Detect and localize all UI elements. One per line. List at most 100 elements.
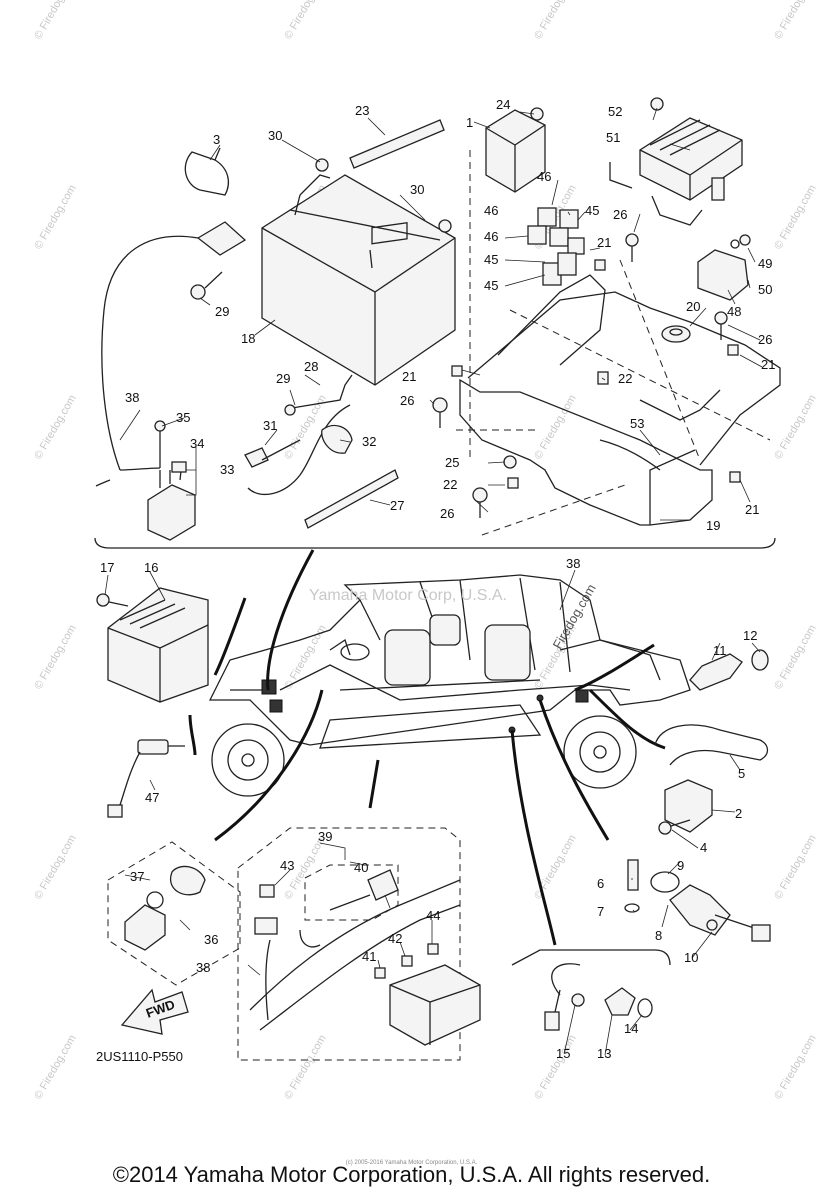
- front-wheel: [211, 723, 285, 797]
- callout-28: 28: [304, 359, 318, 374]
- callout-18: 18: [241, 331, 255, 346]
- leader-lines-upper: [119, 107, 763, 521]
- detail-box-36: [107, 841, 241, 986]
- battery-tray: [459, 274, 781, 526]
- watermark: © Firedog.com: [772, 1033, 819, 1102]
- wire-harness-upper: [95, 221, 247, 487]
- callout-8: 8: [655, 928, 662, 943]
- callout-27: 27: [390, 498, 404, 513]
- callout-26a: 26: [613, 207, 627, 222]
- callout-11: 11: [713, 643, 727, 658]
- callout-26c: 26: [400, 393, 414, 408]
- callout-23: 23: [355, 103, 369, 118]
- callout-36: 36: [204, 932, 218, 947]
- tray-fasteners: [432, 233, 741, 518]
- rear-wheel: [563, 715, 637, 789]
- callout-46c: 46: [484, 229, 498, 244]
- callout-5: 5: [738, 766, 745, 781]
- battery-bolts: [294, 158, 452, 269]
- callout-41: 41: [362, 949, 376, 964]
- control-module: [609, 97, 743, 226]
- detail-box-harness: [237, 827, 481, 1061]
- watermark: © Firedog.com: [772, 183, 819, 252]
- watermark: © Firedog.com: [532, 0, 579, 42]
- battery-strap: [349, 119, 445, 169]
- callout-13: 13: [597, 1046, 611, 1061]
- main-harness-vehicle: [261, 664, 631, 734]
- callout-24: 24: [496, 97, 510, 112]
- callout-52: 52: [608, 104, 622, 119]
- callout-10: 10: [684, 950, 698, 965]
- callout-38c: 38: [196, 960, 210, 975]
- callout-26d: 26: [440, 506, 454, 521]
- callout-38b: 38: [566, 556, 580, 571]
- sensor-11: [689, 649, 769, 691]
- callout-26b: 26: [758, 332, 772, 347]
- callout-19: 19: [706, 518, 720, 533]
- watermark: © Firedog.com: [282, 1033, 329, 1102]
- fwd-arrow: FWD: [120, 988, 189, 1035]
- callout-32: 32: [362, 434, 376, 449]
- callout-21b: 21: [761, 357, 775, 372]
- callout-21d: 21: [745, 502, 759, 517]
- callout-labels: 1 2 3 4 5 6 7 8 9 10 11 12 13 14 15 16 1…: [100, 97, 775, 1061]
- callout-40: 40: [354, 860, 368, 875]
- callout-42: 42: [388, 931, 402, 946]
- starter-relay: [147, 420, 196, 541]
- callout-30b: 30: [410, 182, 424, 197]
- watermark: © Firedog.com: [32, 1033, 79, 1102]
- callout-16: 16: [144, 560, 158, 575]
- callout-46a: 46: [537, 169, 551, 184]
- section-divider: [94, 537, 776, 549]
- callout-29b: 29: [276, 371, 290, 386]
- callout-51: 51: [606, 130, 620, 145]
- sensor-bracket: [697, 234, 751, 301]
- callout-39: 39: [318, 829, 332, 844]
- watermark-site: Firedog.com: [550, 581, 599, 651]
- callout-31: 31: [263, 418, 277, 433]
- assembly-guides-upper: [456, 150, 771, 536]
- ignition-coil: [654, 724, 769, 835]
- copyright-notice: ©2014 Yamaha Motor Corporation, U.S.A. A…: [112, 1162, 711, 1187]
- watermark: © Firedog.com: [772, 0, 819, 42]
- figure-code: 2US1110-P550: [96, 1049, 183, 1064]
- callout-44: 44: [426, 908, 440, 923]
- callout-45b: 45: [484, 278, 498, 293]
- relays: [527, 207, 585, 286]
- detail-pointers: [188, 549, 666, 946]
- watermark: © Firedog.com: [32, 623, 79, 692]
- callout-3: 3: [213, 132, 220, 147]
- vehicle-outline: [208, 574, 691, 749]
- callout-50: 50: [758, 282, 772, 297]
- callout-2: 2: [735, 806, 742, 821]
- watermark: © Firedog.com: [532, 393, 579, 462]
- callout-53: 53: [630, 416, 644, 431]
- callout-21a: 21: [597, 235, 611, 250]
- callout-48: 48: [727, 304, 741, 319]
- callout-21c: 21: [402, 369, 416, 384]
- callout-6: 6: [597, 876, 604, 891]
- small-copyright: (c) 2005-2016 Yamaha Motor Corporation, …: [345, 1160, 478, 1166]
- battery: [261, 174, 456, 386]
- callout-12: 12: [743, 628, 757, 643]
- watermark: © Firedog.com: [772, 623, 819, 692]
- callout-9: 9: [677, 858, 684, 873]
- watermark: © Firedog.com: [772, 833, 819, 902]
- callout-7: 7: [597, 904, 604, 919]
- callout-47: 47: [145, 790, 159, 805]
- callout-35: 35: [176, 410, 190, 425]
- speed-sensor: [107, 739, 185, 818]
- battery-leads: [244, 374, 399, 529]
- callout-25: 25: [445, 455, 459, 470]
- clamp: [184, 147, 229, 196]
- callout-37: 37: [130, 869, 144, 884]
- callout-1: 1: [466, 115, 473, 130]
- watermark: © Firedog.com: [282, 0, 329, 42]
- callout-33: 33: [220, 462, 234, 477]
- callout-22a: 22: [618, 371, 632, 386]
- watermark: © Firedog.com: [772, 393, 819, 462]
- callout-46b: 46: [484, 203, 498, 218]
- callout-29a: 29: [215, 304, 229, 319]
- rectifier-regulator: [96, 587, 209, 703]
